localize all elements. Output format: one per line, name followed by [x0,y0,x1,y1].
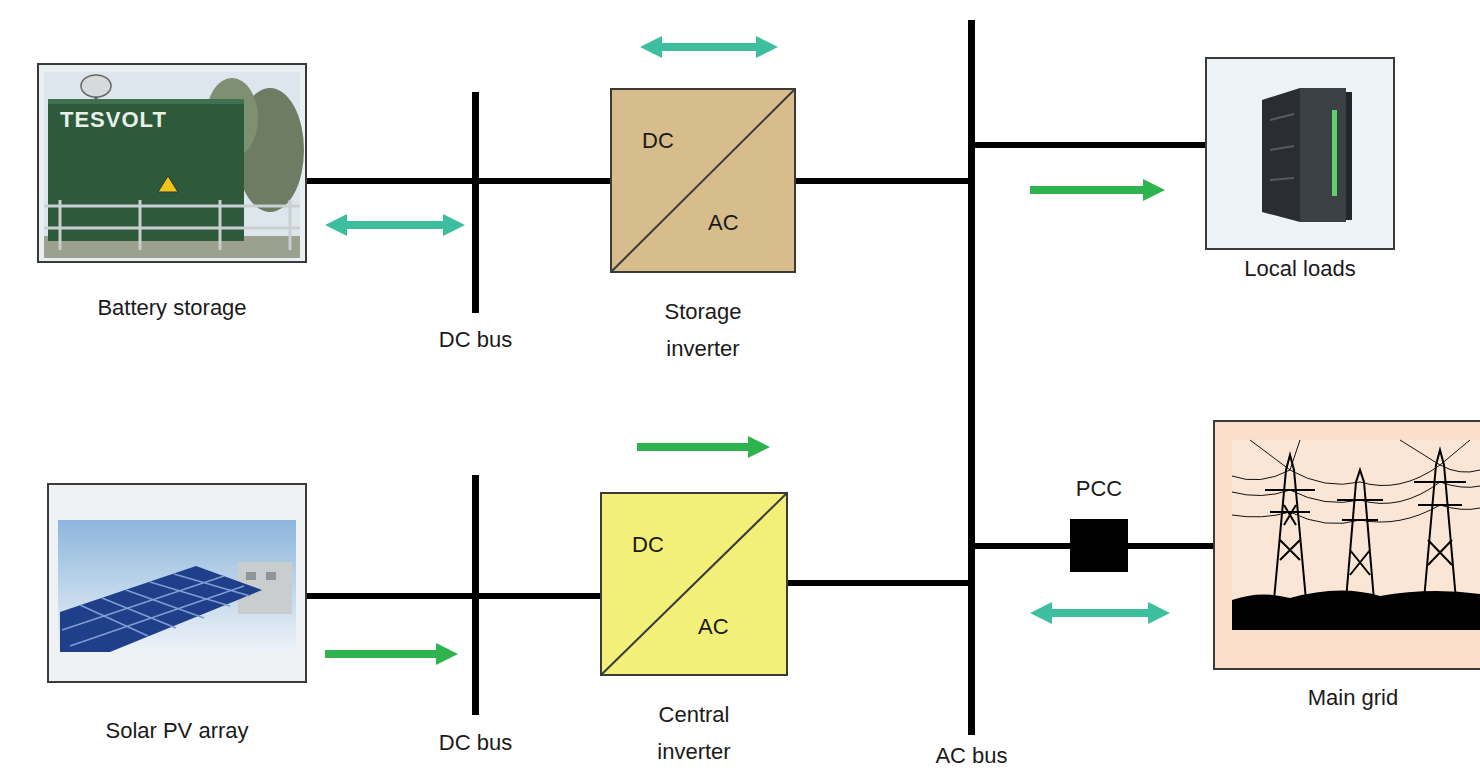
window [246,572,256,580]
ground-silhouette [1232,590,1480,630]
power-line [788,580,968,586]
power-line [975,543,1070,549]
box-ground [1205,57,1395,250]
window [266,572,276,580]
container [48,99,244,241]
flow-arrow [637,436,770,458]
power-line [307,178,472,184]
server-rack-side [1346,92,1352,220]
box-ground [37,63,307,263]
transmission-tower [1265,455,1315,600]
box-ground [47,483,307,683]
inverter-diagonal [611,89,795,272]
photo-box: Solar PV array [47,483,307,683]
solar-panels [60,566,262,652]
inverter-fill [610,88,796,273]
panel-grid [62,574,250,646]
flow-arrow [325,643,458,665]
power-line [479,178,610,184]
photo-sky [1232,440,1480,630]
power-line [1128,543,1213,549]
rack-slot [1270,146,1294,150]
photo-box: Local loads [1205,57,1395,250]
power-line [479,593,600,599]
fence-post [289,200,292,250]
flow-arrow-both [1030,602,1170,624]
inverter-diagonal [601,493,787,675]
fence-post [139,200,142,250]
flow-arrow-both [640,36,778,58]
node-caption: Storage inverter [647,293,759,367]
battery-photo [37,63,307,263]
inverter-fill [600,492,788,676]
rack-slot [1270,114,1294,120]
pcc-switch: PCC [1070,519,1128,572]
status-light [1332,110,1337,196]
port-label: AC [698,614,729,640]
transmission-tower [1337,470,1383,600]
inverter-box: DCACCentral inverter [600,492,788,676]
node-caption: Main grid [1308,685,1398,711]
box-ground [1213,420,1480,670]
power-line [307,593,472,599]
bus-bar: AC bus [968,20,975,735]
node-caption: PCC [1076,476,1122,502]
bus-bar: DC bus [472,475,479,715]
server-picture [1205,57,1395,250]
power-line [796,178,968,184]
port-label: DC [632,532,664,558]
node-caption: DC bus [439,730,512,756]
fence-rail [44,227,300,230]
photo-box: Battery storage [37,63,307,263]
satellite-dish [81,75,111,97]
solar-photo [47,483,307,683]
power-line [975,142,1205,148]
server-rack [1300,88,1346,222]
port-label: DC [642,128,674,154]
transmission-tower [1414,450,1466,600]
port-label: AC [708,210,739,236]
container-edge [48,99,244,104]
node-caption: Solar PV array [105,718,248,744]
bus-bar: DC bus [472,92,479,313]
warning-sign [158,176,178,192]
node-caption: Local loads [1244,256,1355,282]
node-caption: Battery storage [97,295,246,321]
fence-post [59,200,62,250]
photo-box: Main grid [1213,420,1480,670]
rack-slot [1270,178,1294,180]
flow-arrow-both [325,214,465,236]
photo-sky [58,520,296,652]
fence-post [219,200,222,250]
grid-picture [1213,420,1480,670]
node-caption: Central inverter [638,696,750,770]
fence-rail [44,205,300,208]
flow-arrow [1030,179,1165,201]
server-rack [1262,88,1300,222]
inverter-box: DCACStorage inverter [610,88,796,273]
node-caption: DC bus [439,327,512,353]
node-caption: AC bus [935,743,1007,769]
brand-label: TESVOLT [60,107,167,133]
